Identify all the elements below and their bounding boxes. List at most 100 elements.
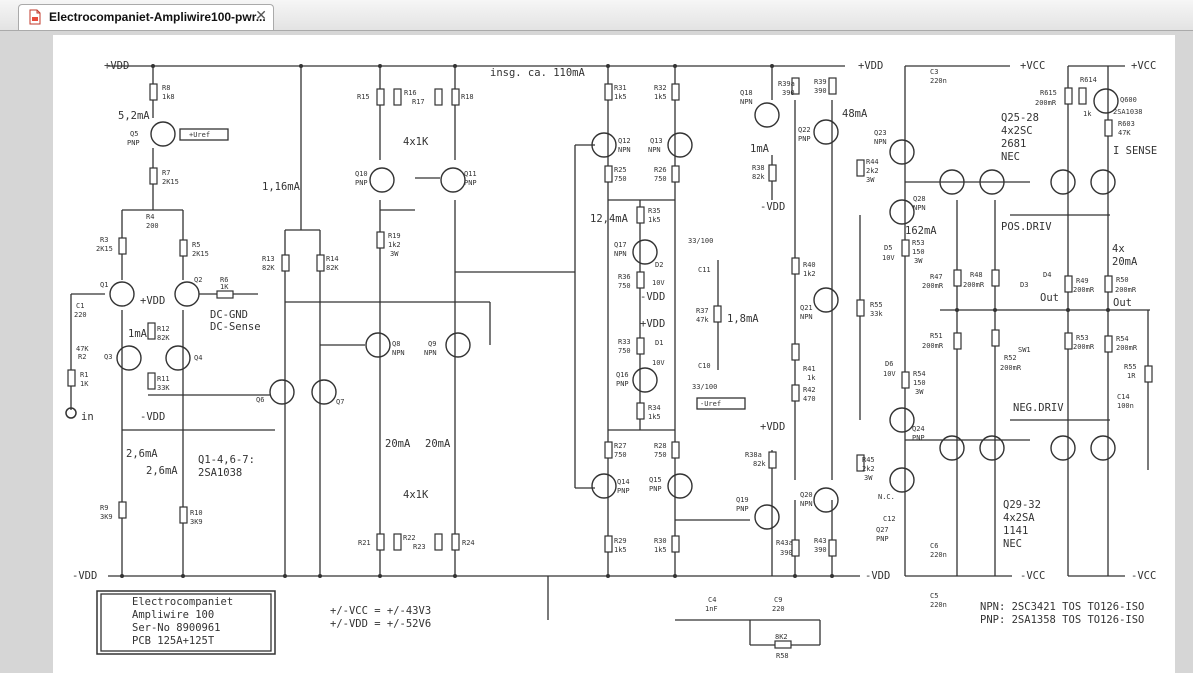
title-block-line1: Electrocompaniet bbox=[132, 596, 233, 608]
label: PNP bbox=[617, 487, 630, 495]
label: 4x1K bbox=[403, 136, 429, 148]
label: 750 bbox=[614, 451, 627, 459]
label: PNP bbox=[355, 179, 368, 187]
label: 162mA bbox=[905, 225, 937, 237]
label: D1 bbox=[655, 339, 663, 347]
document-tab[interactable]: Electrocompaniet-Ampliwire100-pwr... ✕ bbox=[18, 4, 274, 30]
label: NPN bbox=[800, 313, 813, 321]
label: 48mA bbox=[842, 108, 868, 120]
label: R35 bbox=[648, 207, 661, 215]
label: NPN bbox=[740, 98, 753, 106]
label: 2k2 bbox=[866, 167, 879, 175]
label: Q29-32 bbox=[1003, 499, 1041, 511]
label: Out bbox=[1113, 297, 1132, 309]
label: C10 bbox=[698, 362, 711, 370]
label: C6 bbox=[930, 542, 938, 550]
label: 33/100 bbox=[688, 237, 713, 245]
label: 82K bbox=[157, 334, 170, 342]
label: R51 bbox=[930, 332, 943, 340]
label: Q9 bbox=[428, 340, 436, 348]
label: NPN bbox=[392, 349, 405, 357]
label: R14 bbox=[326, 255, 339, 263]
rail-vdd-pos-right: +VDD bbox=[858, 60, 883, 72]
label: R8 bbox=[162, 84, 170, 92]
label: 1k bbox=[807, 374, 816, 382]
label: 2SA1038 bbox=[1113, 108, 1143, 116]
label: R12 bbox=[157, 325, 170, 333]
rail-vcc-neg-right: -VCC bbox=[1131, 570, 1156, 582]
label: 1mA bbox=[128, 328, 148, 340]
junction-dots bbox=[65, 64, 1110, 578]
label: 47k bbox=[696, 316, 709, 324]
close-icon[interactable]: ✕ bbox=[255, 8, 267, 24]
label: PNP bbox=[798, 135, 811, 143]
label: 5,2mA bbox=[118, 110, 150, 122]
label: R16 bbox=[404, 89, 417, 97]
label: 3W bbox=[914, 257, 923, 265]
label: NPN bbox=[424, 349, 437, 357]
document-viewport[interactable]: +VDD -VDD +VDD -VDD +VCC +VCC -VCC -VCC … bbox=[0, 31, 1193, 673]
label: 200mR bbox=[1035, 99, 1057, 107]
label: NPN bbox=[648, 146, 661, 154]
label: R55 bbox=[1124, 363, 1137, 371]
label: PNP bbox=[736, 505, 749, 513]
label: R42 bbox=[803, 386, 816, 394]
label: NEG.DRIV bbox=[1013, 402, 1064, 414]
label: 82K bbox=[326, 264, 339, 272]
label: R45 bbox=[862, 456, 875, 464]
label: Q5 bbox=[130, 130, 138, 138]
label: 4x2SA bbox=[1003, 512, 1035, 524]
label: 200 bbox=[146, 222, 159, 230]
label: 750 bbox=[618, 347, 631, 355]
label: C1 bbox=[76, 302, 84, 310]
resistors bbox=[67, 77, 1153, 649]
label: 200mR bbox=[1116, 344, 1138, 352]
label: Q23 bbox=[874, 129, 887, 137]
label: R38 bbox=[752, 164, 765, 172]
label: 1k bbox=[1083, 110, 1092, 118]
label: in bbox=[81, 411, 94, 423]
label: 4x1K bbox=[403, 489, 429, 501]
label: NPN bbox=[614, 250, 627, 258]
label: R614 bbox=[1080, 76, 1097, 84]
label: R29 bbox=[614, 537, 627, 545]
label: -Uref bbox=[700, 400, 721, 408]
label: Q16 bbox=[616, 371, 629, 379]
label: 1mA bbox=[750, 143, 770, 155]
label: 10V bbox=[883, 370, 896, 378]
label: POS.DRIV bbox=[1001, 221, 1052, 233]
label: Q600 bbox=[1120, 96, 1137, 104]
label: Q21 bbox=[800, 304, 813, 312]
title-block-line4: PCB 125A+125T bbox=[132, 635, 215, 647]
label: 1,8mA bbox=[727, 313, 759, 325]
rail-vcc-neg: -VCC bbox=[1020, 570, 1045, 582]
label: D4 bbox=[1043, 271, 1051, 279]
label: R4 bbox=[146, 213, 154, 221]
label: 3W bbox=[866, 176, 875, 184]
label: R38a bbox=[745, 451, 762, 459]
label: R603 bbox=[1118, 120, 1135, 128]
label: 33K bbox=[157, 384, 170, 392]
label: 2,6mA bbox=[126, 448, 158, 460]
label: 33/100 bbox=[692, 383, 717, 391]
part-pnp-note: PNP: 2SA1358 TOS TO126-ISO bbox=[980, 614, 1144, 626]
label: 150 bbox=[912, 248, 925, 256]
label: R23 bbox=[413, 543, 426, 551]
label: PNP bbox=[616, 380, 629, 388]
label: PNP bbox=[464, 179, 477, 187]
label: R25 bbox=[614, 166, 627, 174]
label: 2K15 bbox=[192, 250, 209, 258]
label: Q12 bbox=[618, 137, 631, 145]
label: C5 bbox=[930, 592, 938, 600]
label: NEC bbox=[1001, 151, 1020, 163]
label: C14 bbox=[1117, 393, 1130, 401]
label: Q4 bbox=[194, 354, 202, 362]
label: 220n bbox=[930, 601, 947, 609]
label: R17 bbox=[412, 98, 425, 106]
label: R55 bbox=[870, 301, 883, 309]
label: Q7 bbox=[336, 398, 344, 406]
label: 1k5 bbox=[654, 93, 667, 101]
label: 220n bbox=[930, 551, 947, 559]
label: 10V bbox=[652, 359, 665, 367]
label: 20mA bbox=[1112, 256, 1138, 268]
